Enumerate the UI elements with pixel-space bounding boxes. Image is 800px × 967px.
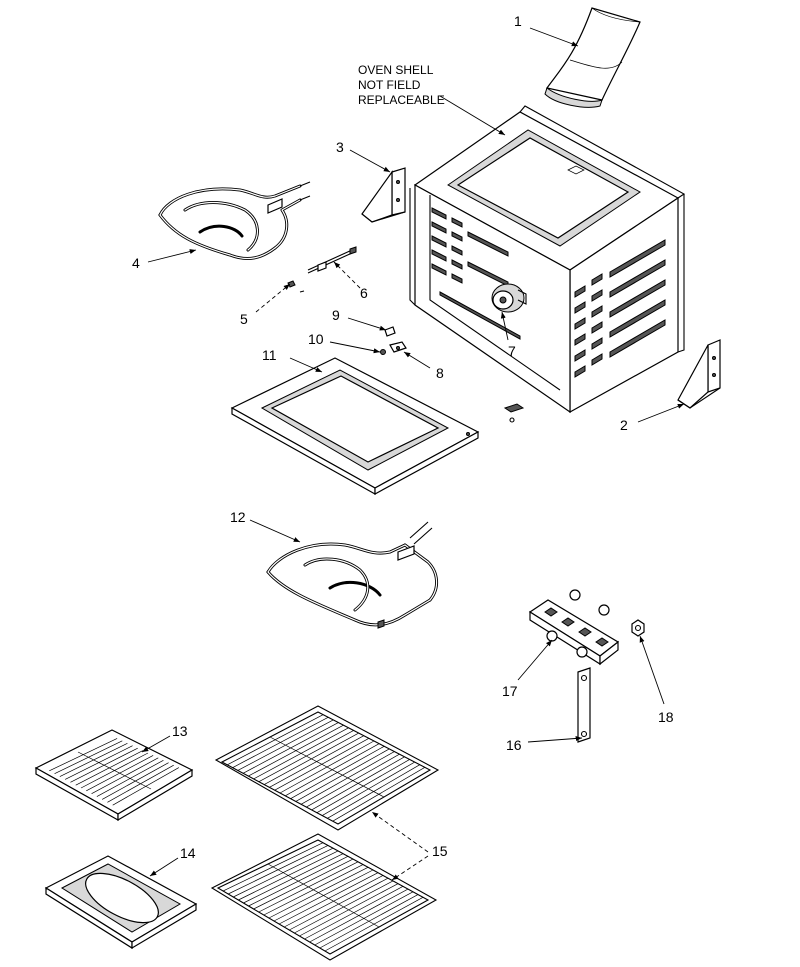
callout-12: 12 [230,509,246,525]
callout-16: 16 [506,737,522,753]
rack-lower [210,833,438,961]
part-6-temp-sensor [307,246,357,274]
part-7-fan-motor [491,283,527,313]
callout-9: 9 [332,307,340,323]
part-8-bracket-small [389,341,407,353]
note-line-2: NOT FIELD [358,78,421,92]
part-17-terminal-block [528,589,620,666]
part-2-bracket [677,339,721,409]
callout-17: 17 [502,683,518,699]
part-10-screw [380,349,386,355]
part-18-nut [631,619,645,637]
part-12-bake-element [266,521,438,629]
callout-6: 6 [360,285,368,301]
callout-10: 10 [308,331,324,347]
callout-4: 4 [132,255,140,271]
callout-5: 5 [240,311,248,327]
part-13-broil-grid [34,729,194,822]
shell-right-slots [574,239,666,378]
callout-7: 7 [508,343,516,359]
callout-numbers: 1 2 3 4 5 6 7 8 9 10 11 12 13 14 15 16 1… [132,13,674,861]
rack-upper [214,705,440,831]
callout-15: 15 [432,843,448,859]
part-9-clip [384,326,396,337]
part-5-screw [287,280,305,293]
callout-11: 11 [262,347,277,363]
part-15-oven-racks [210,705,440,961]
part-16-ground-strap [577,667,591,743]
part-11-oven-bottom [230,357,480,496]
part-4-broil-element [158,181,311,260]
callout-1: 1 [514,13,522,29]
oven-shell-note: OVEN SHELL NOT FIELD REPLACEABLE [358,63,445,107]
callout-18: 18 [658,709,674,725]
callout-3: 3 [336,139,344,155]
callout-13: 13 [172,723,188,739]
callout-14: 14 [180,845,196,861]
callout-2: 2 [620,417,628,433]
oven-shell [409,105,686,423]
part-1-vent-deflector [544,7,641,108]
callout-8: 8 [436,365,444,381]
note-line-1: OVEN SHELL [358,63,434,77]
part-3-bracket [361,167,406,223]
leader-lines [141,27,685,881]
shell-left-slots [431,207,521,340]
part-14-broil-pan [44,855,198,950]
note-line-3: REPLACEABLE [358,93,445,107]
